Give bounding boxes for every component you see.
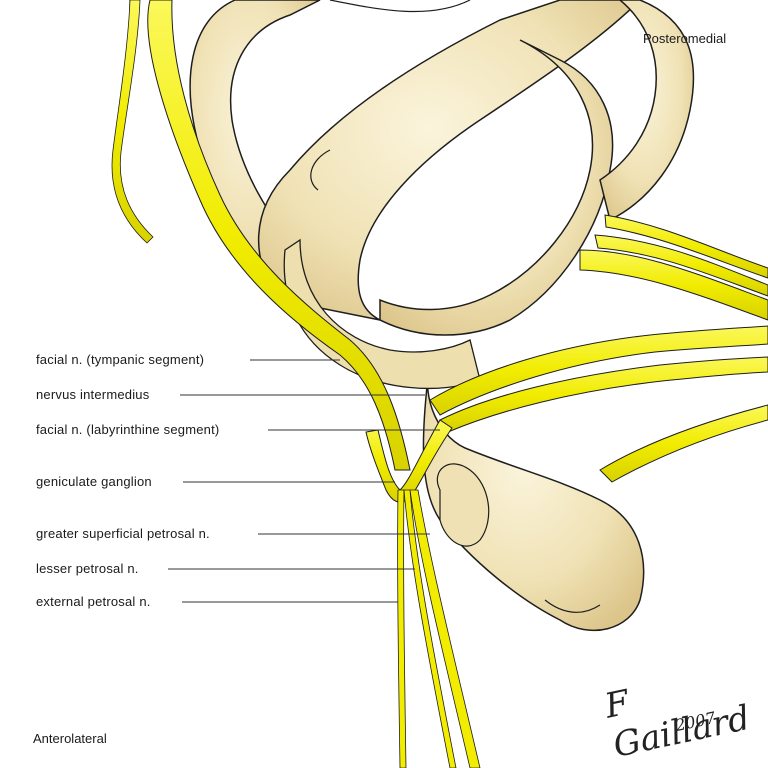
semicircular-canal-main (257, 0, 695, 390)
cochlea-shape (422, 359, 645, 632)
tympanic-nerve (111, 0, 411, 471)
label-lesser-petrosal: lesser petrosal n. (36, 561, 139, 576)
facial-nerve-iac (429, 325, 768, 483)
leader-lines (168, 359, 440, 603)
orientation-top-right: Posteromedial (643, 31, 727, 46)
label-tympanic-segment: facial n. (tympanic segment) (36, 352, 205, 367)
petrosal-nerves (397, 489, 481, 768)
label-labyrinthine-segment: facial n. (labyrinthine segment) (36, 422, 220, 437)
nerve-bundle-right (579, 214, 768, 321)
label-greater-superficial-petrosal: greater superficial petrosal n. (36, 526, 210, 541)
label-external-petrosal: external petrosal n. (36, 594, 151, 609)
label-geniculate-ganglion: geniculate ganglion (36, 474, 152, 489)
orientation-bottom-left: Anterolateral (33, 731, 107, 746)
label-nervus-intermedius: nervus intermedius (36, 387, 150, 402)
